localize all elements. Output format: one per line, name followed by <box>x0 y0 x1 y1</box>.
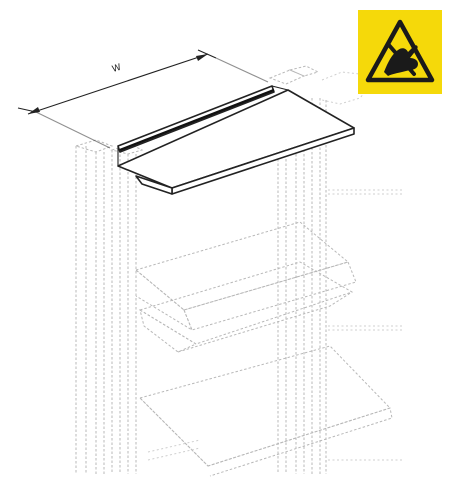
width-dimension: W <box>17 49 269 149</box>
middle-tray-ghost <box>134 221 357 353</box>
top-shelf <box>117 85 355 195</box>
lower-worktop-ghost <box>139 345 393 477</box>
width-dimension-label: W <box>111 63 123 75</box>
esd-warning-icon <box>365 19 435 83</box>
esd-badge <box>358 10 442 94</box>
rack-frame-ghost <box>74 65 404 474</box>
